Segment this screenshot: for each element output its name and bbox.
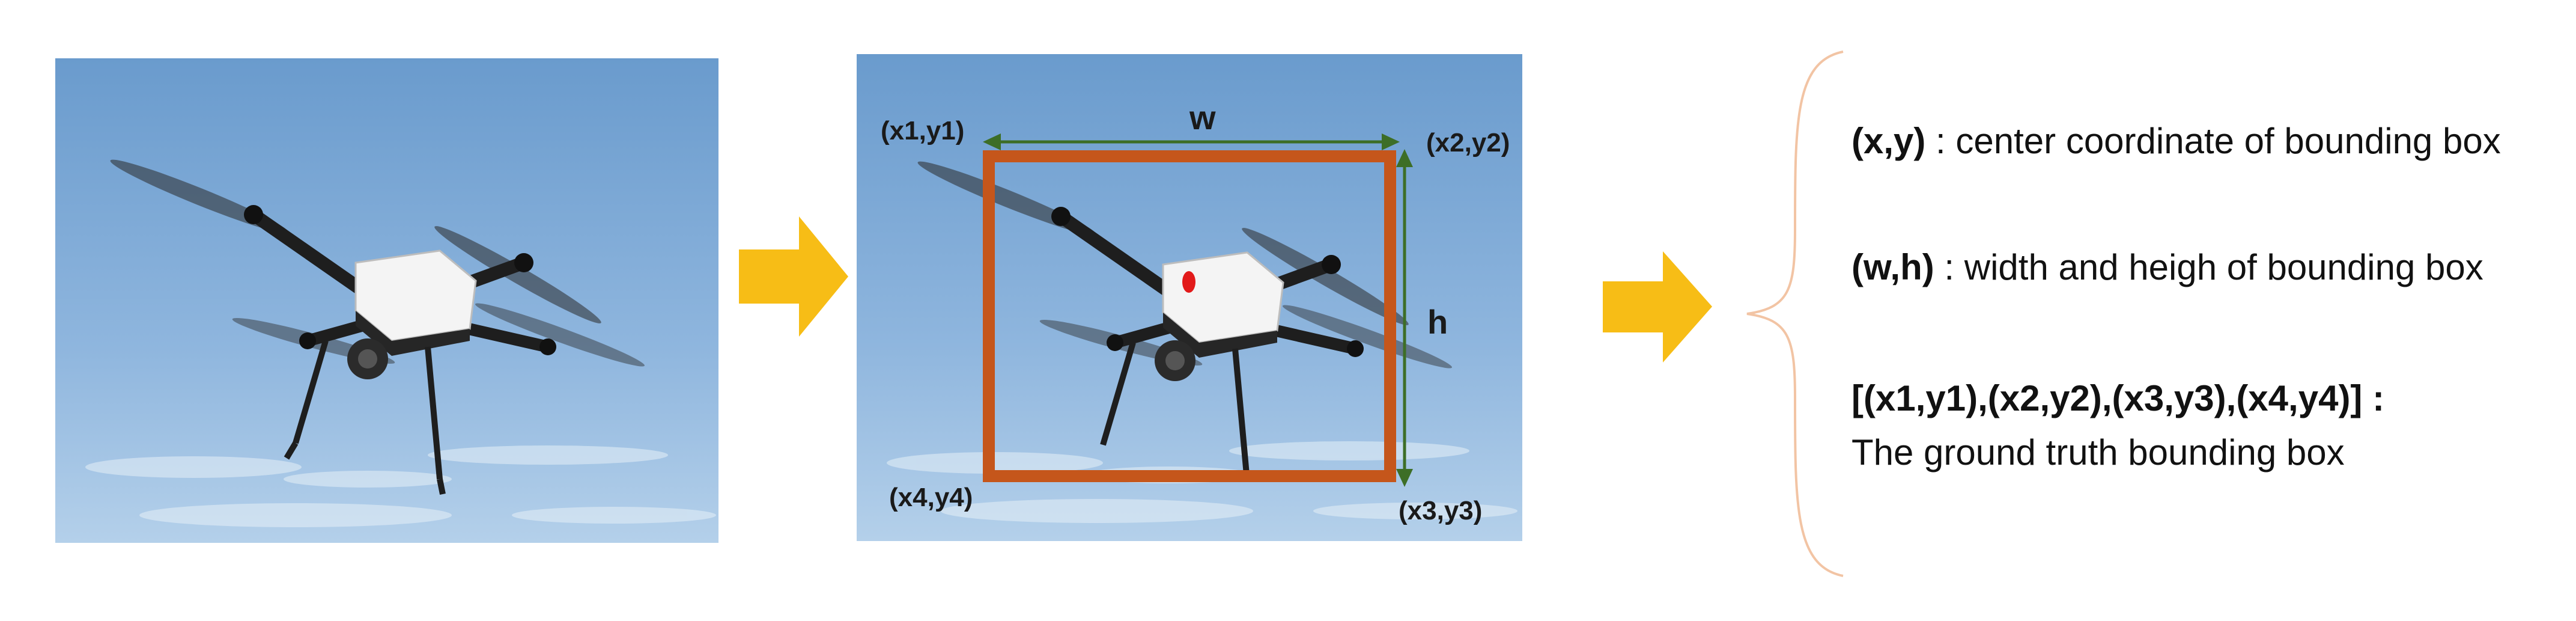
drone-photo-annotated: [857, 54, 1522, 541]
corner-label-bottom-right: (x3,y3): [1399, 496, 1483, 525]
bounding-box: [983, 150, 1396, 482]
right-arrow-icon: [1603, 251, 1712, 363]
description-corners-term: [(x1,y1),(x2,y2),(x3,y3),(x4,y4)] :: [1852, 378, 2385, 418]
description-term: (w,h): [1852, 247, 1934, 287]
description-size: (w,h) : width and heigh of bounding box: [1852, 246, 2483, 288]
drone-icon: [110, 159, 645, 495]
curly-brace-icon: [1735, 49, 1855, 578]
description-text: : width and heigh of bounding box: [1934, 247, 2483, 287]
width-label: w: [1189, 99, 1216, 136]
corner-label-top-left: (x1,y1): [881, 116, 965, 145]
description-text: : center coordinate of bounding box: [1925, 121, 2501, 161]
right-arrow-icon: [739, 216, 848, 337]
corner-label-bottom-left: (x4,y4): [889, 483, 973, 512]
drone-photo-original: [55, 58, 718, 543]
corner-label-top-right: (x2,y2): [1426, 128, 1510, 158]
center-point-dot: [1182, 271, 1195, 293]
height-label: h: [1427, 303, 1448, 341]
description-corners-text: The ground truth bounding box: [1852, 432, 2345, 473]
description-center: (x,y) : center coordinate of bounding bo…: [1852, 120, 2501, 162]
description-term: (x,y): [1852, 121, 1926, 161]
